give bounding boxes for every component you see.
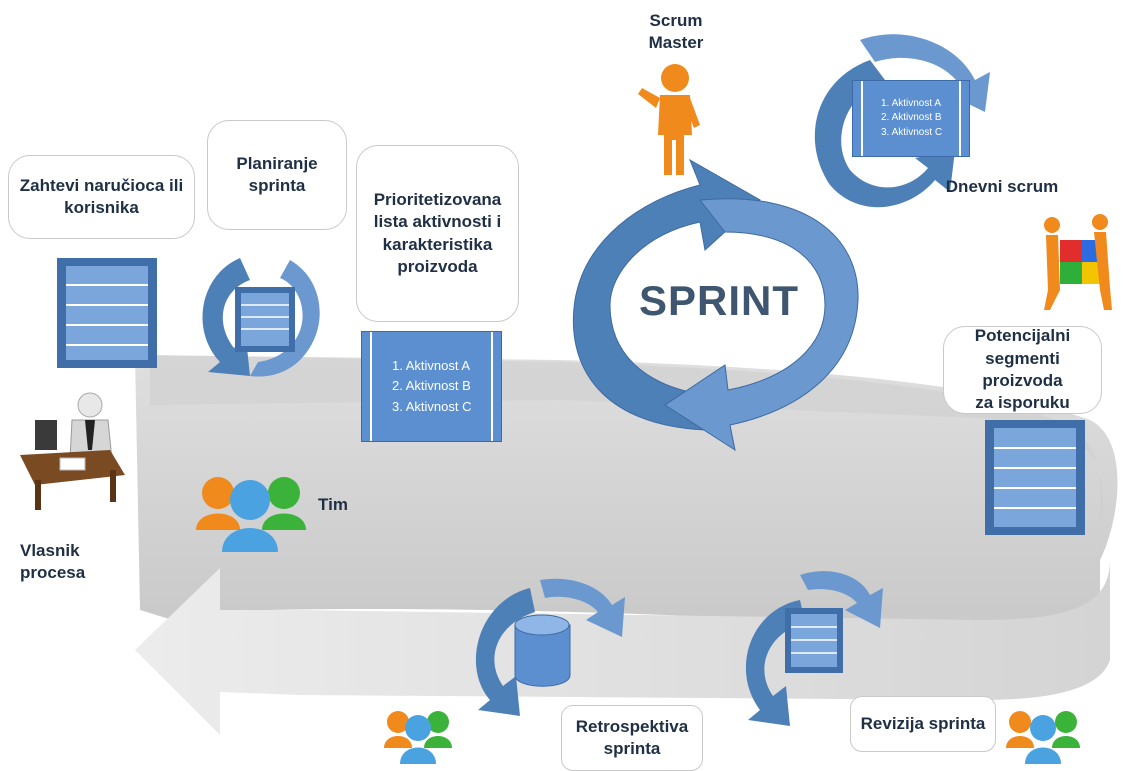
daily-item: 1. Aktivnost A xyxy=(881,97,942,109)
daily-scrum-label: Dnevni scrum xyxy=(945,177,1059,196)
team-label: Tim xyxy=(318,495,348,514)
puzzle-team-icon xyxy=(1044,214,1112,310)
requirements-box: Zahtevi naručioca ili korisnika xyxy=(8,155,195,239)
database-icon xyxy=(514,614,571,687)
review-box: Revizija sprinta xyxy=(850,696,996,752)
sprint-cycle-arrows xyxy=(572,158,859,452)
product-backlog-list: 1. Aktivnost A 2. Aktivnost B 3. Aktivno… xyxy=(361,331,502,442)
planning-box: Planiranje sprinta xyxy=(207,120,347,230)
backlog-item: 2. Aktivnost B xyxy=(392,378,471,394)
daily-scrum-list: 1. Aktivnost A 2. Aktivnost B 3. Aktivno… xyxy=(852,80,970,157)
review-box-icon xyxy=(785,608,843,673)
team-icon-small-left xyxy=(384,711,452,764)
requirements-box-icon xyxy=(57,258,157,368)
sprint-center-label: SPRINT xyxy=(639,277,800,324)
process-owner-desk-icon xyxy=(20,392,125,510)
team-icon xyxy=(196,477,306,552)
team-icon-small-right xyxy=(1006,711,1080,764)
backlog-item: 3. Aktivnost C xyxy=(392,398,472,414)
increment-box-icon xyxy=(985,420,1085,535)
backlog-item: 1. Aktivnost A xyxy=(392,358,471,374)
return-arrow xyxy=(135,560,1110,735)
daily-item: 2. Aktivnost B xyxy=(881,112,942,124)
increment-box: Potencijalni segmenti proizvoda za ispor… xyxy=(943,326,1102,414)
planning-box-icon xyxy=(235,287,295,352)
scrum-master-figure-icon xyxy=(638,64,700,175)
retrospective-cycle xyxy=(475,578,625,716)
scrum-master-label: Scrum Master xyxy=(648,11,704,53)
daily-item: 3. Aktivnost C xyxy=(881,126,943,138)
process-owner-label: Vlasnik procesa xyxy=(20,541,86,583)
retrospective-box: Retrospektiva sprinta xyxy=(561,705,703,771)
review-cycle xyxy=(745,571,883,726)
product-backlog-box: Prioritetizovana lista aktivnosti i kara… xyxy=(356,145,519,322)
